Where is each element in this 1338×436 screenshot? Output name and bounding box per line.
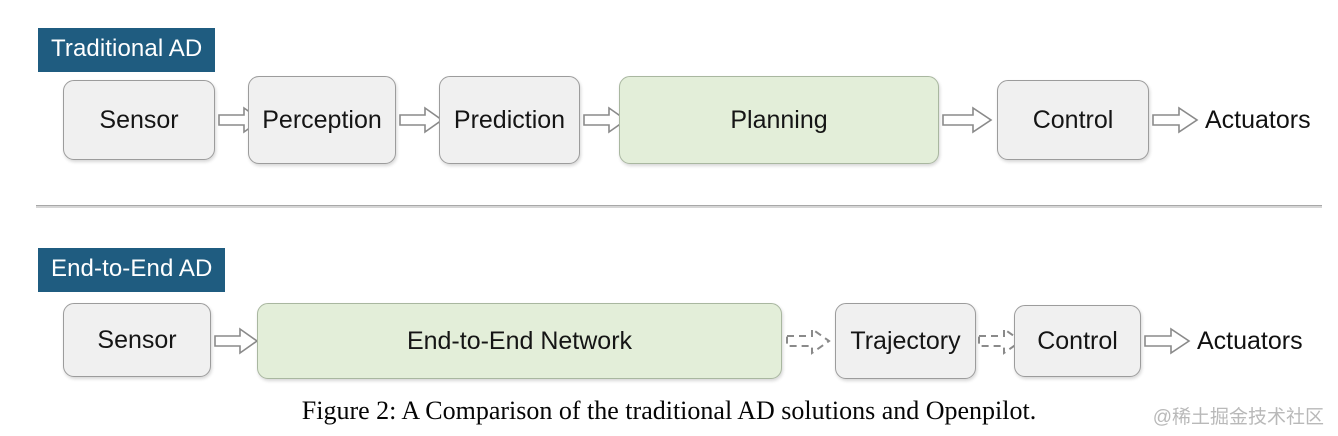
arrow-trajectory-to-control	[978, 326, 1023, 356]
arrow-network-to-trajectory	[786, 326, 831, 356]
node-control-e2e[interactable]: Control	[1014, 305, 1141, 377]
node-perception[interactable]: Perception	[248, 76, 396, 164]
node-sensor-e2e[interactable]: Sensor	[63, 303, 211, 377]
watermark: @稀土掘金技术社区	[1152, 407, 1324, 428]
arrow-prediction-to-planning	[583, 105, 628, 135]
node-prediction[interactable]: Prediction	[439, 76, 580, 164]
arrow-perception-to-prediction	[399, 105, 444, 135]
arrow-planning-to-control	[942, 105, 993, 135]
arrow-control-to-actuators-traditional	[1152, 105, 1199, 135]
node-control-traditional[interactable]: Control	[997, 80, 1149, 160]
section-divider	[36, 205, 1322, 208]
section-badge-traditional-ad: Traditional AD	[38, 28, 216, 72]
arrow-control-to-actuators-e2e	[1144, 326, 1191, 356]
label-actuators-traditional: Actuators	[1205, 105, 1311, 134]
arrow-sensor-to-network	[214, 326, 259, 356]
node-sensor-traditional[interactable]: Sensor	[63, 80, 215, 160]
label-actuators-e2e: Actuators	[1197, 326, 1303, 355]
figure-caption: Figure 2: A Comparison of the traditiona…	[301, 396, 1037, 425]
section-badge-end-to-end-ad: End-to-End AD	[38, 248, 226, 292]
node-end-to-end-network[interactable]: End-to-End Network	[257, 303, 782, 379]
node-trajectory[interactable]: Trajectory	[835, 303, 976, 379]
node-planning[interactable]: Planning	[619, 76, 939, 164]
